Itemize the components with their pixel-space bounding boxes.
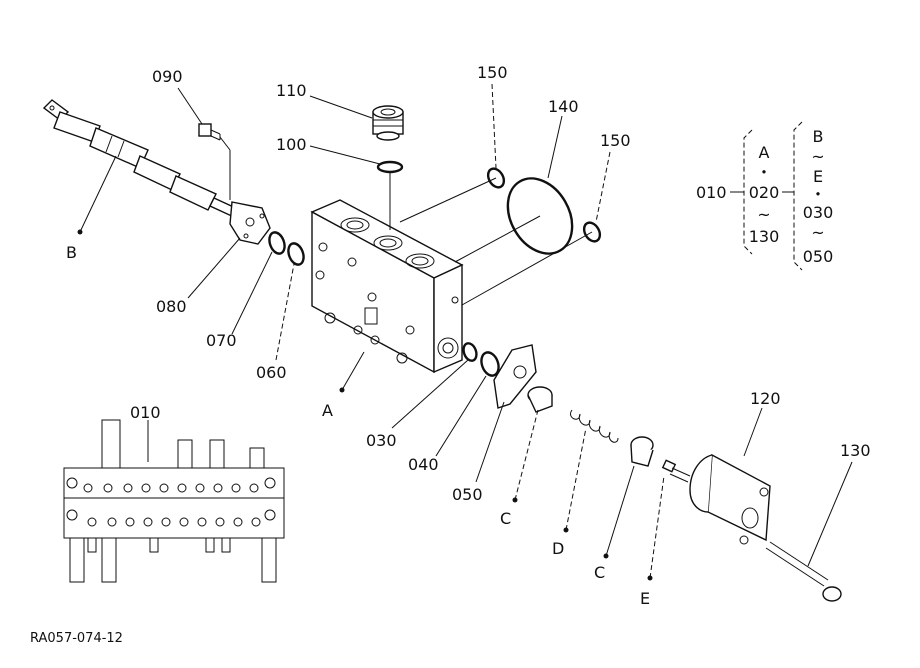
figure-code: RA057-074-12 [30,631,123,646]
label-c2: C [594,563,605,582]
valve-overview [63,419,285,583]
legend-right-0: B [813,127,824,146]
ring-040 [480,351,500,377]
legend-right-1: ~ [811,147,824,166]
legend-right-6: 050 [803,247,834,266]
legend-mid-1: ・ [756,163,772,182]
label-150-right: 150 [600,131,631,150]
label-150-top: 150 [477,63,508,82]
o-ring-030 [462,342,478,362]
legend-mid-3: ~ [757,205,770,224]
assembly-legend: 010 A ・ 020 ~ 130 B ~ E ・ 030 ~ 050 [696,121,834,271]
bolt-090 [198,123,221,141]
label-060: 060 [256,363,287,382]
o-ring-100 [376,160,404,174]
legend-root: 010 [696,183,727,202]
bolt-130 [765,541,842,602]
o-ring-060 [287,242,305,266]
dot-e [647,575,653,581]
legend-right-5: ~ [811,223,824,242]
dot-c1 [512,497,518,503]
legend-right-2: E [813,167,823,186]
plug-110 [372,105,404,141]
dot-a [339,387,345,393]
legend-mid-4: 130 [749,227,780,246]
label-070: 070 [206,331,237,350]
dot-b [77,229,83,235]
legend-mid-0: A [759,143,770,162]
spring-d [570,409,619,443]
label-050: 050 [452,485,483,504]
dot-d [563,527,569,533]
label-110: 110 [276,81,307,100]
o-ring-150a [486,167,506,189]
label-e: E [640,589,650,608]
label-040: 040 [408,455,439,474]
leader-lines [79,83,853,579]
legend-mid-2: 020 [749,183,780,202]
label-100: 100 [276,135,307,154]
label-c1: C [500,509,511,528]
label-d: D [552,539,564,558]
label-120: 120 [750,389,781,408]
flange-050 [493,344,537,409]
spring-seat-c2 [630,436,654,467]
label-010: 010 [130,403,161,422]
label-090: 090 [152,67,183,86]
label-080: 080 [156,297,187,316]
dot-c2 [603,553,609,559]
spool-assembly [42,99,271,245]
ring-070 [268,231,286,255]
label-a: A [322,401,333,420]
screw-e [661,459,691,483]
legend-right-4: 030 [803,203,834,222]
spring-seat-c1 [527,386,553,413]
label-b: B [66,243,77,262]
valve-block [310,199,464,374]
label-140: 140 [548,97,579,116]
o-ring-140 [506,177,574,255]
legend-right-3: ・ [810,185,826,204]
label-130: 130 [840,441,871,460]
label-030: 030 [366,431,397,450]
cap-120 [689,453,771,545]
